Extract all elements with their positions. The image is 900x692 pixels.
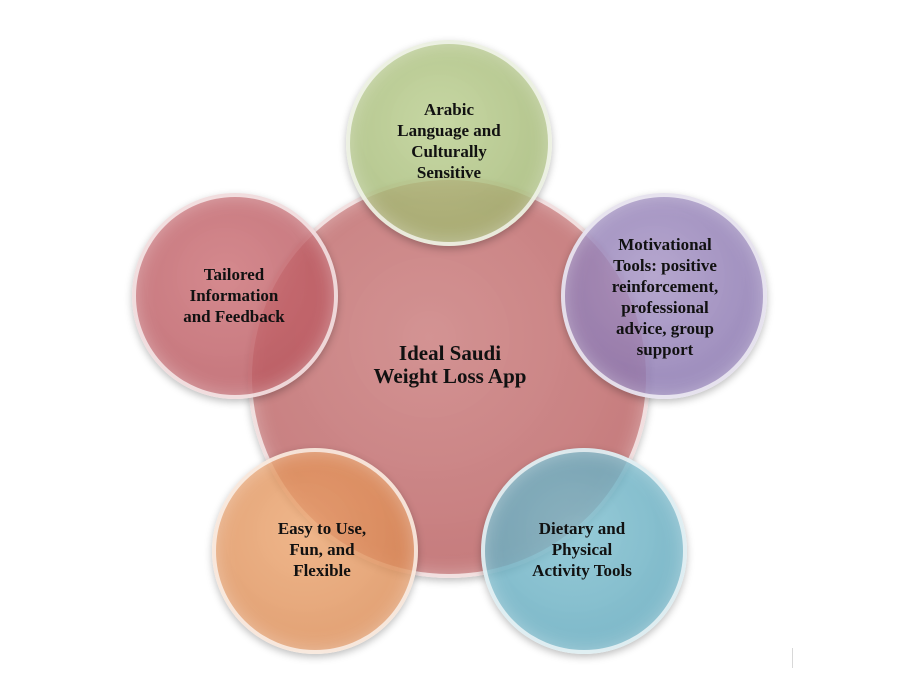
edge-mark <box>792 648 793 668</box>
left-label: Tailored Information and Feedback <box>183 265 285 326</box>
right-circle <box>561 193 767 399</box>
bottom-left-label: Easy to Use, Fun, and Flexible <box>277 519 367 580</box>
left-circle <box>132 193 338 399</box>
top-label: Arabic Language and Culturally Sensitive <box>397 100 501 182</box>
bottom-right-circle <box>481 448 687 654</box>
right-label: Motivational Tools: positive reinforceme… <box>611 235 719 359</box>
center-label: Ideal Saudi Weight Loss App <box>373 341 527 388</box>
top-circle <box>346 40 552 246</box>
bottom-right-label: Dietary and Physical Activity Tools <box>532 519 632 580</box>
bottom-left-circle <box>212 448 418 654</box>
